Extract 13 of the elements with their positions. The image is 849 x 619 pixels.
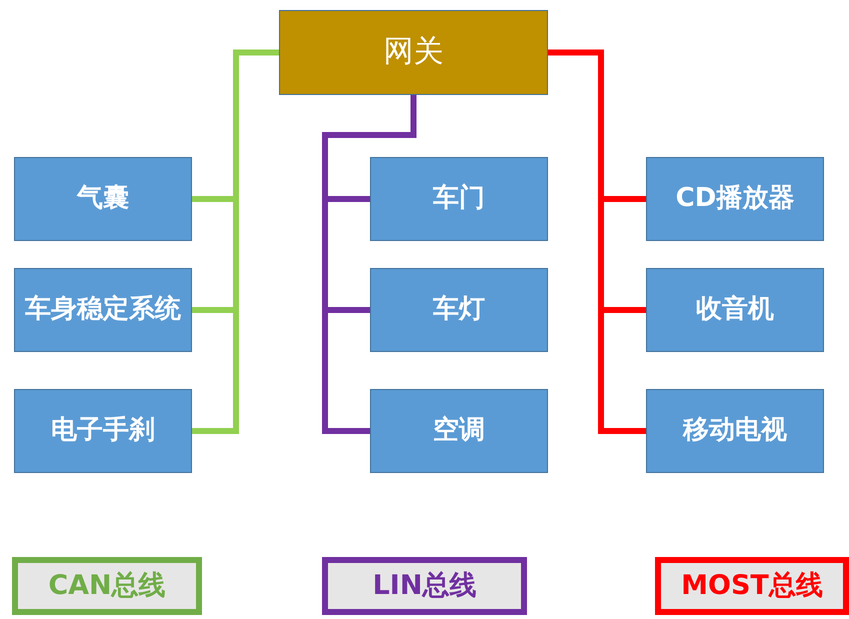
device-box: 气囊 xyxy=(14,157,192,241)
legend-label: MOST总线 xyxy=(655,557,849,615)
device-box: 收音机 xyxy=(646,268,824,352)
device-box: 车门 xyxy=(370,157,548,241)
device-box: 空调 xyxy=(370,389,548,473)
device-box: 车身稳定系统 xyxy=(14,268,192,352)
device-box: 车灯 xyxy=(370,268,548,352)
legend-label: LIN总线 xyxy=(322,557,527,615)
device-box: 电子手刹 xyxy=(14,389,192,473)
device-box: CD播放器 xyxy=(646,157,824,241)
legend-label: CAN总线 xyxy=(12,557,202,615)
gateway-box: 网关 xyxy=(279,10,548,95)
device-box: 移动电视 xyxy=(646,389,824,473)
